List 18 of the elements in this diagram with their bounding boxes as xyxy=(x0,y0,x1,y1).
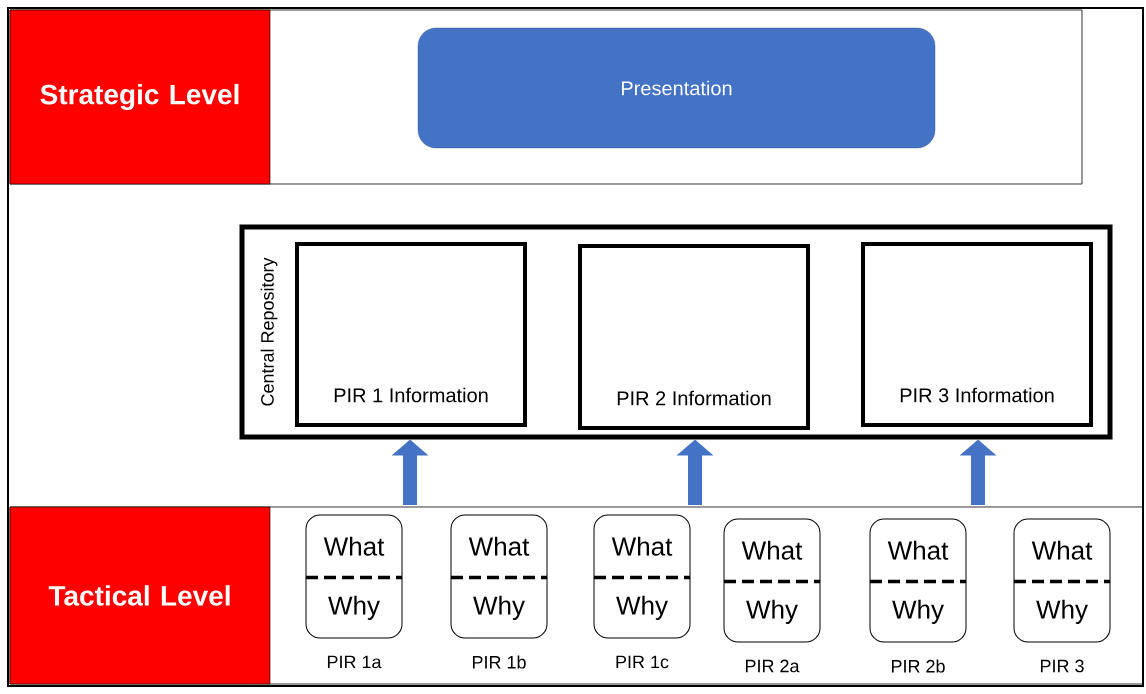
what-why-card: What Why xyxy=(1013,518,1111,643)
presentation-box: Presentation xyxy=(417,27,936,149)
card-caption: PIR 2a xyxy=(745,659,800,673)
level-cell: Tactical Level xyxy=(9,506,271,685)
card-caption: PIR 1b xyxy=(472,655,526,669)
card-caption: PIR 2b xyxy=(891,659,945,673)
level-cell: Strategic Level xyxy=(9,9,271,185)
information-box: PIR 2 Information xyxy=(578,244,810,430)
what-why-card: What Why xyxy=(593,514,691,639)
information-box: PIR 3 Information xyxy=(861,242,1093,427)
card-caption: PIR 3 xyxy=(1041,659,1084,673)
what-why-card: What Why xyxy=(305,514,403,639)
card-caption: PIR 1c xyxy=(616,655,669,669)
what-why-card: What Why xyxy=(723,518,821,643)
what-why-card: What Why xyxy=(869,518,967,643)
information-box: PIR 1 Information xyxy=(295,242,527,427)
what-why-card: What Why xyxy=(450,514,548,639)
card-caption: PIR 1a xyxy=(327,655,382,669)
